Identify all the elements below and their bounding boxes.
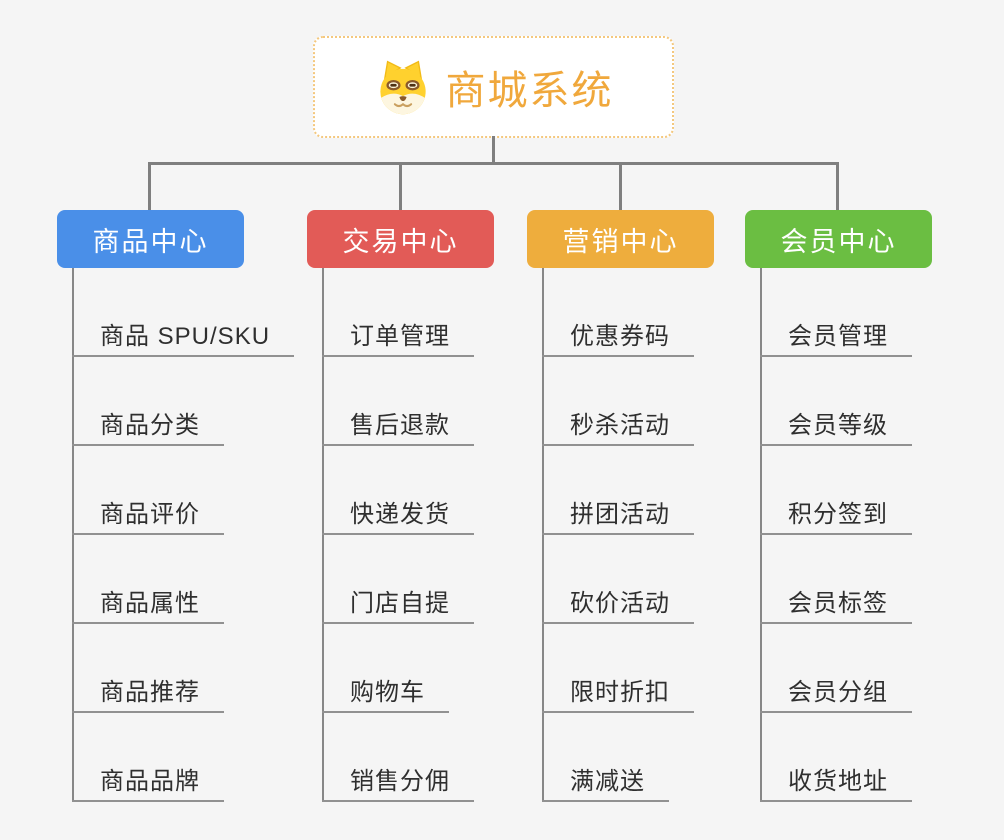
branch-column-line bbox=[72, 268, 74, 802]
root-node[interactable]: 商城系统 bbox=[313, 36, 674, 138]
leaf-node[interactable]: 会员分组 bbox=[760, 667, 912, 713]
leaf-node[interactable]: 门店自提 bbox=[322, 578, 474, 624]
connector-bus bbox=[148, 162, 839, 165]
connector-drop bbox=[399, 162, 402, 210]
leaf-node[interactable]: 会员等级 bbox=[760, 400, 912, 446]
leaf-node[interactable]: 快递发货 bbox=[322, 489, 474, 535]
connector-drop bbox=[148, 162, 151, 210]
branch-node-label: 会员中心 bbox=[780, 226, 897, 257]
leaf-node[interactable]: 会员管理 bbox=[760, 311, 912, 357]
leaf-node[interactable]: 积分签到 bbox=[760, 489, 912, 535]
connector-drop bbox=[836, 162, 839, 210]
branch-node-member-center[interactable]: 会员中心 bbox=[745, 210, 932, 268]
branch-node-marketing-center[interactable]: 营销中心 bbox=[527, 210, 714, 268]
root-node-label: 商城系统 bbox=[445, 69, 614, 113]
leaf-node[interactable]: 会员标签 bbox=[760, 578, 912, 624]
leaf-node[interactable]: 商品属性 bbox=[72, 578, 224, 624]
leaf-node[interactable]: 购物车 bbox=[322, 667, 449, 713]
leaf-node[interactable]: 商品品牌 bbox=[72, 756, 224, 802]
leaf-node[interactable]: 满减送 bbox=[542, 756, 669, 802]
connector-drop bbox=[619, 162, 622, 210]
branch-column-line bbox=[322, 268, 324, 802]
leaf-node[interactable]: 优惠券码 bbox=[542, 311, 694, 357]
leaf-node[interactable]: 秒杀活动 bbox=[542, 400, 694, 446]
leaf-node[interactable]: 收货地址 bbox=[760, 756, 912, 802]
branch-node-product-center[interactable]: 商品中心 bbox=[57, 210, 244, 268]
branch-column-line bbox=[542, 268, 544, 802]
leaf-node[interactable]: 砍价活动 bbox=[542, 578, 694, 624]
shiba-dog-icon bbox=[379, 60, 426, 115]
leaf-node[interactable]: 售后退款 bbox=[322, 400, 474, 446]
leaf-node[interactable]: 拼团活动 bbox=[542, 489, 694, 535]
leaf-node[interactable]: 商品分类 bbox=[72, 400, 224, 446]
leaf-node[interactable]: 销售分佣 bbox=[322, 756, 474, 802]
leaf-node[interactable]: 订单管理 bbox=[322, 311, 474, 357]
branch-node-label: 商品中心 bbox=[92, 226, 209, 257]
leaf-node[interactable]: 商品 SPU/SKU bbox=[72, 311, 295, 357]
branch-node-label: 交易中心 bbox=[342, 226, 459, 257]
branch-column-line bbox=[760, 268, 762, 802]
leaf-node[interactable]: 商品推荐 bbox=[72, 667, 224, 713]
leaf-node[interactable]: 商品评价 bbox=[72, 489, 224, 535]
connector-root-stem bbox=[492, 136, 495, 164]
leaf-node[interactable]: 限时折扣 bbox=[542, 667, 694, 713]
branch-node-label: 营销中心 bbox=[562, 226, 679, 257]
branch-node-trade-center[interactable]: 交易中心 bbox=[307, 210, 494, 268]
